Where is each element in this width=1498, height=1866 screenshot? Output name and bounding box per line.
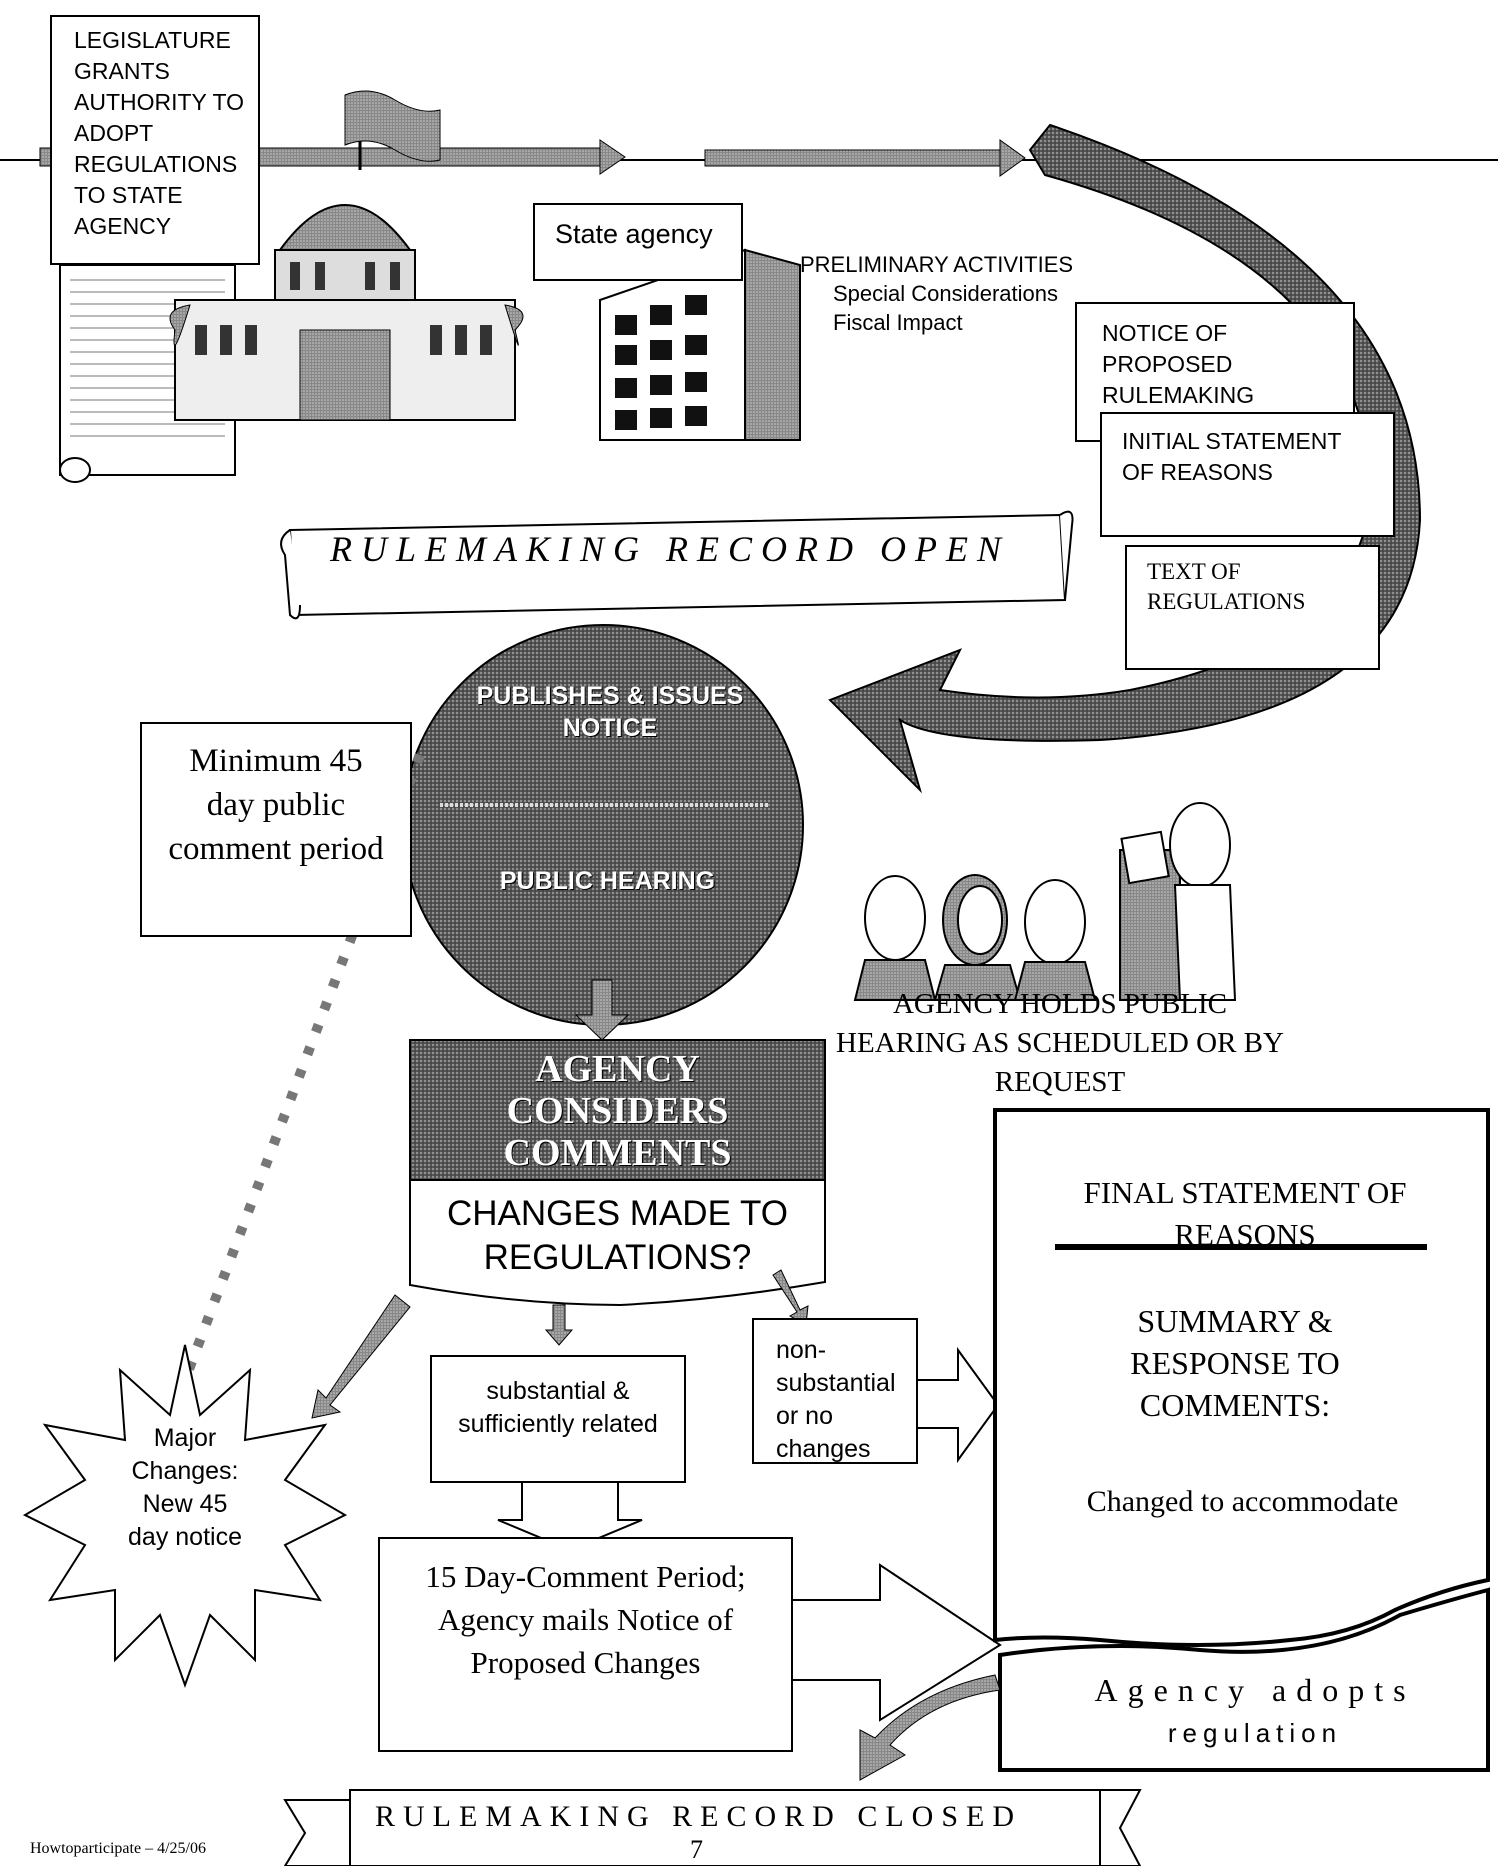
fifteen-day-text: 15 Day-Comment Period; Agency mails Noti… xyxy=(425,1559,746,1680)
final-statement-box xyxy=(993,1108,1490,1647)
agency-adopts-line1: Agency adopts xyxy=(1094,1672,1416,1708)
notice-proposed-text: NOTICE OF PROPOSED RULEMAKING xyxy=(1102,320,1255,408)
flag-icon xyxy=(344,90,441,170)
office-building-icon xyxy=(599,248,801,441)
publishes-notice-label: PUBLISHES & ISSUES NOTICE xyxy=(476,682,744,742)
record-open-banner xyxy=(280,510,1074,620)
final-statement-title: FINAL STATEMENT OF REASONS xyxy=(1083,1175,1407,1250)
initial-statement-box: INITIAL STATEMENT OF REASONS xyxy=(1100,412,1395,537)
arrow-to-substantial xyxy=(544,1304,574,1346)
considers-label: AGENCY CONSIDERS COMMENTS xyxy=(503,1048,732,1174)
audience-people-icon xyxy=(853,874,1097,1001)
state-agency-box: State agency xyxy=(533,203,743,281)
arrow-nonsub-to-final xyxy=(917,1346,1000,1464)
legislature-box: LEGISLATURE GRANTS AUTHORITY TO ADOPT RE… xyxy=(50,15,260,265)
preliminary-activities: PRELIMINARY ACTIVITIES Special Considera… xyxy=(800,250,1073,337)
arrow-to-major xyxy=(311,1294,411,1419)
minimum-comment-text: Minimum 45 day public comment period xyxy=(168,743,384,867)
major-changes-text: Major Changes: New 45 day notice xyxy=(128,1424,242,1551)
nonsubstantial-text: non-substantial or no changes xyxy=(776,1336,896,1463)
record-open-title: RULEMAKING RECORD OPEN xyxy=(330,529,1010,569)
substantial-text: substantial & sufficiently related xyxy=(458,1377,658,1438)
arrow-adopts-to-closed xyxy=(859,1674,1001,1781)
initial-statement-text: INITIAL STATEMENT OF REASONS xyxy=(1122,428,1341,485)
arrow-to-nonsubstantial xyxy=(772,1269,809,1326)
agency-adopts-line2: regulation xyxy=(1167,1718,1343,1748)
public-hearing-label: PUBLIC HEARING xyxy=(499,867,716,895)
legislature-text: LEGISLATURE GRANTS AUTHORITY TO ADOPT RE… xyxy=(74,27,244,239)
nonsubstantial-box: non-substantial or no changes xyxy=(752,1318,918,1464)
record-closed-banner xyxy=(283,1789,1142,1866)
minimum-comment-box: Minimum 45 day public comment period xyxy=(140,722,412,937)
adopts-box xyxy=(998,1587,1490,1772)
substantial-box: substantial & sufficiently related xyxy=(430,1355,686,1483)
preliminary-title: PRELIMINARY ACTIVITIES xyxy=(800,252,1074,277)
speaker-podium-icon xyxy=(1119,802,1237,1001)
down-arrow xyxy=(574,979,630,1041)
page-number: 7 xyxy=(690,1835,703,1864)
hearing-caption: AGENCY HOLDS PUBLIC HEARING AS SCHEDULED… xyxy=(836,988,1284,1098)
dotted-path-to-major xyxy=(180,753,425,1382)
text-of-regulations-text: TEXT OF REGULATIONS xyxy=(1147,559,1306,614)
changes-question-box xyxy=(409,1179,826,1307)
text-of-regulations-box: TEXT OF REGULATIONS xyxy=(1125,545,1380,670)
state-agency-label: State agency xyxy=(555,219,713,249)
summary-response-text: SUMMARY & RESPONSE TO COMMENTS: xyxy=(1130,1303,1340,1423)
arrow-fifteen-to-adopts xyxy=(792,1563,1002,1722)
footer-text: Howtoparticipate – 4/25/06 xyxy=(30,1840,206,1857)
preliminary-special: Special Considerations xyxy=(833,281,1059,306)
considers-box xyxy=(409,1039,826,1181)
major-changes-starburst xyxy=(22,1344,348,1688)
record-closed-title: RULEMAKING RECORD CLOSED xyxy=(375,1800,1023,1833)
changes-question: CHANGES MADE TO REGULATIONS? xyxy=(447,1194,788,1277)
preliminary-fiscal: Fiscal Impact xyxy=(833,310,963,335)
capitol-building-icon xyxy=(169,204,524,421)
fifteen-day-box: 15 Day-Comment Period; Agency mails Noti… xyxy=(378,1537,793,1752)
changed-to-accommodate: Changed to accommodate xyxy=(1086,1485,1399,1518)
